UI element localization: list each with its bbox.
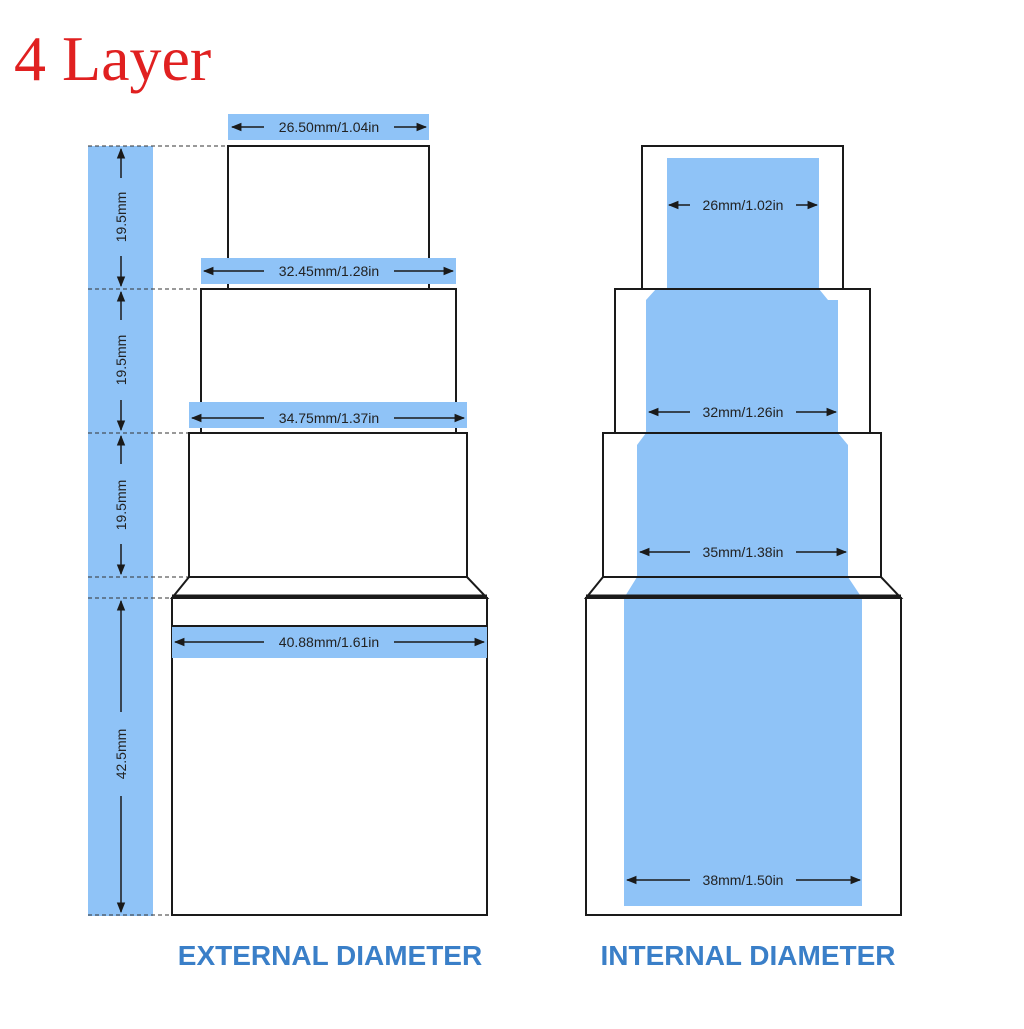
external-tier-3 — [188, 432, 468, 578]
external-height-label-3: 19.5mm — [113, 480, 129, 531]
internal-bore-fill — [624, 158, 862, 906]
external-height-label-4: 42.5mm — [113, 729, 129, 780]
external-tiers — [169, 145, 490, 916]
external-width-label-4: 40.88mm/1.61in — [279, 634, 379, 650]
internal-tiers — [583, 145, 904, 916]
external-width-label-1: 26.50mm/1.04in — [279, 119, 379, 135]
height-guide-lines — [88, 145, 228, 916]
external-height-label-1: 19.5mm — [113, 192, 129, 243]
external-height-label-2: 19.5mm — [113, 335, 129, 386]
internal-diagram: 26mm/1.02in 32mm/1.26in 35mm/1.38in 38mm… — [583, 145, 904, 971]
page-title: 4 Layer — [14, 23, 211, 94]
external-caption: EXTERNAL DIAMETER — [178, 940, 482, 971]
external-width-arrows — [173, 122, 486, 647]
internal-tier-4 — [585, 597, 902, 916]
internal-width-label-2: 32mm/1.26in — [703, 404, 784, 420]
external-width-bands — [172, 114, 487, 658]
external-width-label-3: 34.75mm/1.37in — [279, 410, 379, 426]
internal-width-arrows — [625, 200, 862, 885]
internal-caption: INTERNAL DIAMETER — [600, 940, 895, 971]
external-diagram: 26.50mm/1.04in 32.45mm/1.28in 34.75mm/1.… — [88, 114, 490, 971]
external-width-label-2: 32.45mm/1.28in — [279, 263, 379, 279]
internal-width-label-4: 38mm/1.50in — [703, 872, 784, 888]
internal-width-label-3: 35mm/1.38in — [703, 544, 784, 560]
external-tier-4 — [171, 597, 488, 916]
internal-width-label-1: 26mm/1.02in — [703, 197, 784, 213]
